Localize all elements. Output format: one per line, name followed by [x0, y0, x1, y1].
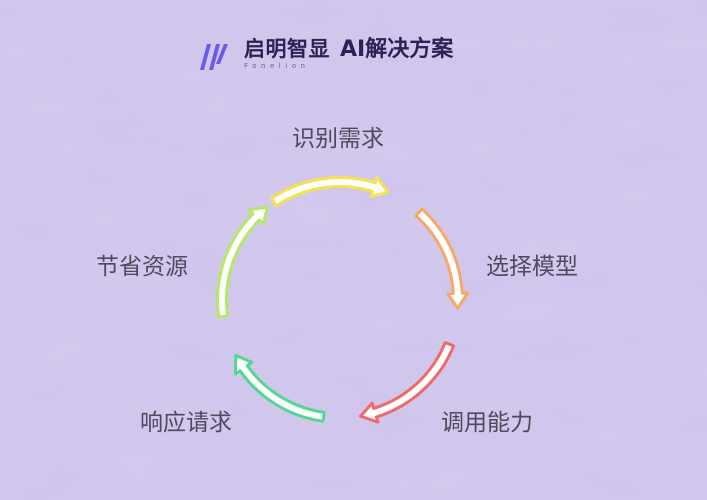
arrow-respond-to-save: [234, 353, 326, 423]
arrow-invoke-to-respond: [359, 341, 456, 424]
header: 启明智显 Fonelion AI解决方案: [196, 36, 453, 76]
step-label-respond-request: 响应请求: [140, 410, 232, 436]
brand-name-english: Fonelion: [244, 62, 310, 70]
step-label-identify-needs: 识别需求: [292, 126, 384, 152]
step-label-select-model: 选择模型: [486, 254, 578, 280]
brand-name: 启明智显 Fonelion: [244, 36, 330, 71]
step-label-save-resources: 节省资源: [96, 254, 188, 280]
brand-name-chinese: 启明智显: [244, 37, 330, 61]
brand-logo-icon: [200, 44, 228, 70]
step-label-invoke-capability: 调用能力: [441, 410, 533, 436]
arrow-identify-to-select: [270, 175, 390, 208]
arrow-save-to-identify: [216, 205, 269, 319]
page-title: AI解决方案: [340, 37, 454, 62]
arrow-select-to-invoke: [414, 207, 470, 310]
